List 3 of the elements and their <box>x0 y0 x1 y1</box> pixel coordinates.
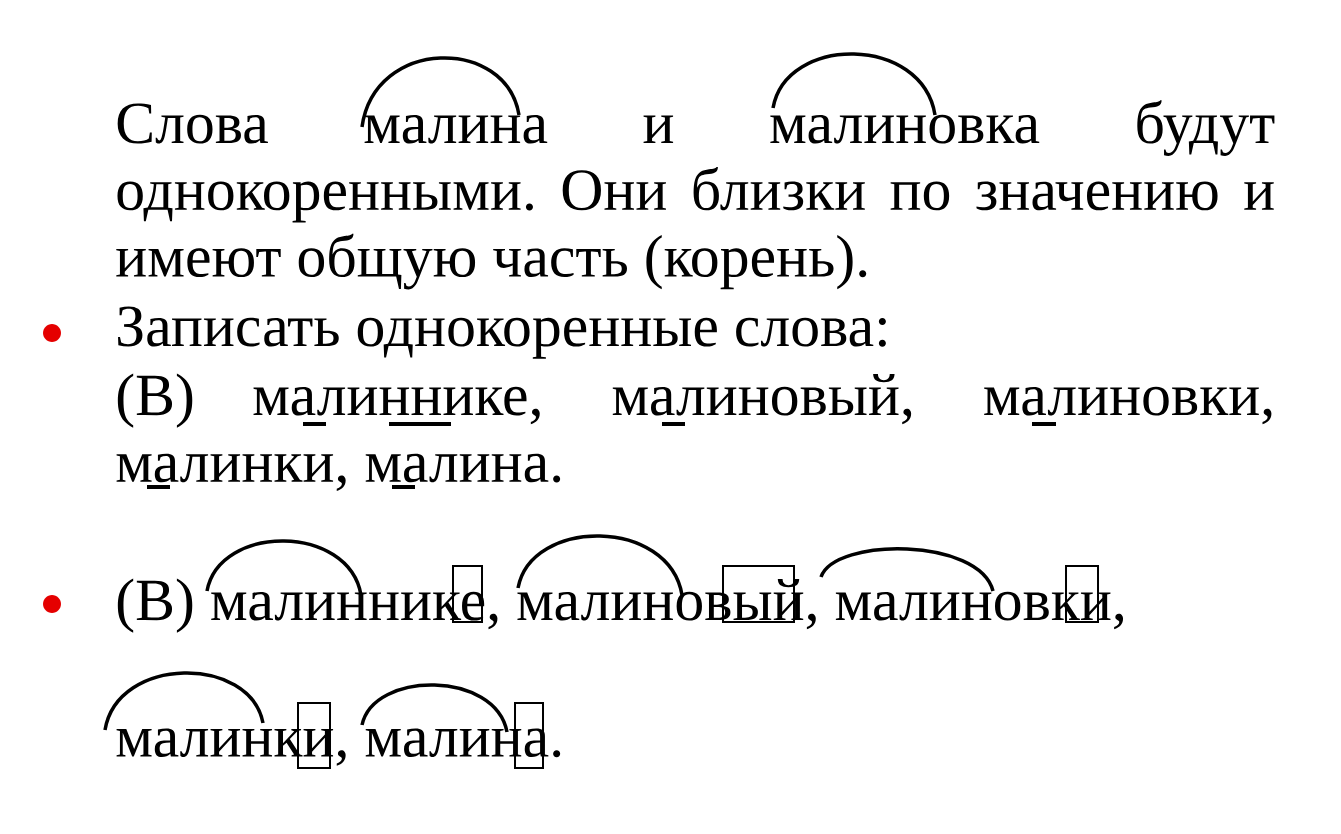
paragraph: Записать однокоренные слова: <box>118 306 886 359</box>
paragraph: Слова малина и малиновка будут однокоренными. Они близки по значению и имеют общую часть (корень). <box>116 100 1275 290</box>
paragraph: (В) малиннике, малиновый, малиновки, малинки, малина. <box>116 373 1272 491</box>
